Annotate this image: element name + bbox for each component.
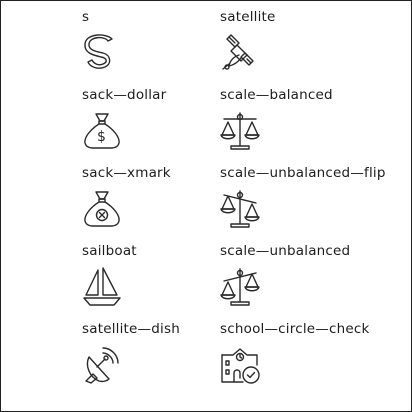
icon-label: scale—balanced bbox=[220, 87, 333, 103]
scale-unbalanced-icon bbox=[219, 265, 261, 307]
icon-cell-sack-xmark: sack—xmark bbox=[81, 157, 271, 235]
satellite-icon bbox=[219, 31, 261, 73]
icon-label: scale—unbalanced—flip bbox=[220, 165, 386, 181]
icon-cell-scale-balanced: scale—balanced bbox=[219, 79, 409, 157]
icon-label: sack—xmark bbox=[82, 165, 171, 181]
icon-cell-scale-unbalanced: scale—unbalanced bbox=[219, 235, 409, 313]
icon-label: s bbox=[82, 9, 90, 25]
icon-label: satellite—dish bbox=[82, 321, 180, 337]
icon-cell-scale-unbalanced-flip: scale—unbalanced—flip bbox=[219, 157, 409, 235]
school-circle-check-icon bbox=[219, 343, 261, 385]
icon-label: scale—unbalanced bbox=[220, 243, 351, 259]
scale-unbalanced-flip-icon bbox=[219, 187, 261, 229]
satellite-dish-icon bbox=[81, 343, 123, 385]
s-icon bbox=[81, 31, 123, 73]
icon-cell-school-circle-check: school—circle—check bbox=[219, 313, 409, 391]
icon-label: sack—dollar bbox=[82, 87, 167, 103]
svg-text:$: $ bbox=[97, 129, 106, 145]
icon-label: sailboat bbox=[82, 243, 137, 259]
sack-dollar-icon: $ bbox=[81, 109, 123, 151]
icon-cell-sack-dollar: sack—dollar $ bbox=[81, 79, 271, 157]
icon-cell-satellite: satellite bbox=[219, 1, 409, 79]
icon-label: school—circle—check bbox=[220, 321, 370, 337]
scale-balanced-icon bbox=[219, 109, 261, 151]
sack-xmark-icon bbox=[81, 187, 123, 229]
icon-cell-sailboat: sailboat bbox=[81, 235, 271, 313]
icon-cell-satellite-dish: satellite—dish bbox=[81, 313, 271, 391]
icon-cell-s: s bbox=[81, 1, 271, 79]
sailboat-icon bbox=[81, 265, 123, 307]
icon-label: satellite bbox=[220, 9, 276, 25]
